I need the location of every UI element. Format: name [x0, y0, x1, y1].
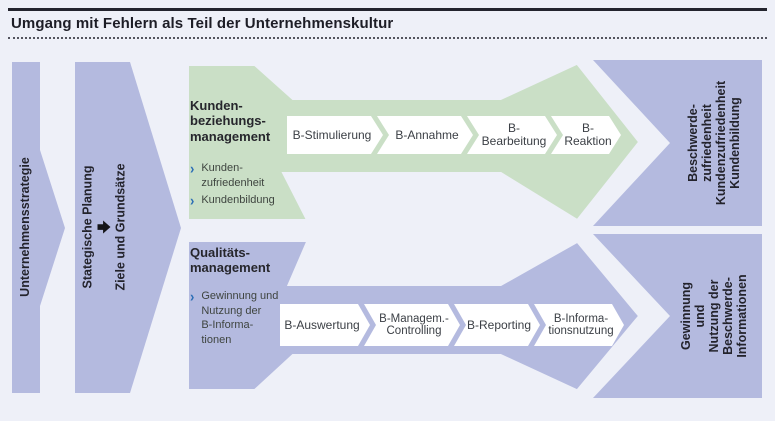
qm-bullet-information: › Gewinnung und Nutzung der B-Informa- t…: [190, 287, 279, 347]
strategy-bar-label: Unternehmensstrategie: [18, 157, 33, 297]
flow-arrow-icon: [97, 220, 111, 234]
qm-bullets: › Gewinnung und Nutzung der B-Informa- t…: [190, 287, 279, 347]
chevron-bullet-icon: ›: [190, 287, 195, 306]
qm-title: Qualitäts- management: [190, 245, 271, 276]
crm-bullet-satisfaction: › Kunden- zufriedenheit: [190, 159, 275, 190]
outcome-block-customer-shape: [593, 60, 762, 226]
chevron-bullet-icon: ›: [190, 191, 195, 210]
top-rule: [8, 8, 767, 11]
process-step-controlling: B-Managem.- Controlling: [364, 304, 460, 346]
planning-bar-shape: [75, 62, 181, 393]
crm-bullet-text: Kundenbildung: [201, 194, 275, 207]
process-step-auswertung: B-Auswertung: [280, 304, 370, 346]
planning-bar-label-group: Stategische Planung Ziele und Grundsätze: [81, 163, 128, 290]
crm-bullet-retention: › Kundenbildung: [190, 191, 275, 210]
goals-label: Ziele und Grundsätze: [113, 163, 128, 291]
crm-bullet-text: Kunden- zufriedenheit: [201, 162, 265, 189]
crm-title: Kunden- beziehungs- management: [190, 98, 271, 144]
outcome-block-information-shape: [593, 234, 762, 398]
qm-bullet-text: Gewinnung und Nutzung der B-Informa- tio…: [201, 290, 279, 346]
planning-label: Stategische Planung: [80, 165, 95, 289]
process-step-stimulierung: B-Stimulierung: [287, 116, 383, 154]
chevron-bullet-icon: ›: [190, 159, 195, 178]
outcome-information-label: Gewinnung und Nutzung der Beschwerde- In…: [679, 274, 749, 358]
process-step-bearbeitung: B-Bearbeitung: [467, 116, 557, 154]
process-step-informationsnutzung: B-Informa- tionsnutzung: [534, 304, 624, 346]
process-step-reporting: B-Reporting: [454, 304, 540, 346]
process-step-reaktion: B-Reaktion: [551, 116, 621, 154]
dotted-divider: [8, 37, 767, 39]
process-step-annahme: B-Annahme: [377, 116, 473, 154]
page-title: Umgang mit Fehlern als Teil der Unterneh…: [11, 15, 394, 32]
strategy-bar-shape: [12, 62, 65, 393]
outcome-customer-label: Beschwerde- zufriedenheit Kundenzufriede…: [686, 80, 742, 206]
crm-bullets: › Kunden- zufriedenheit › Kundenbildung: [190, 159, 275, 210]
